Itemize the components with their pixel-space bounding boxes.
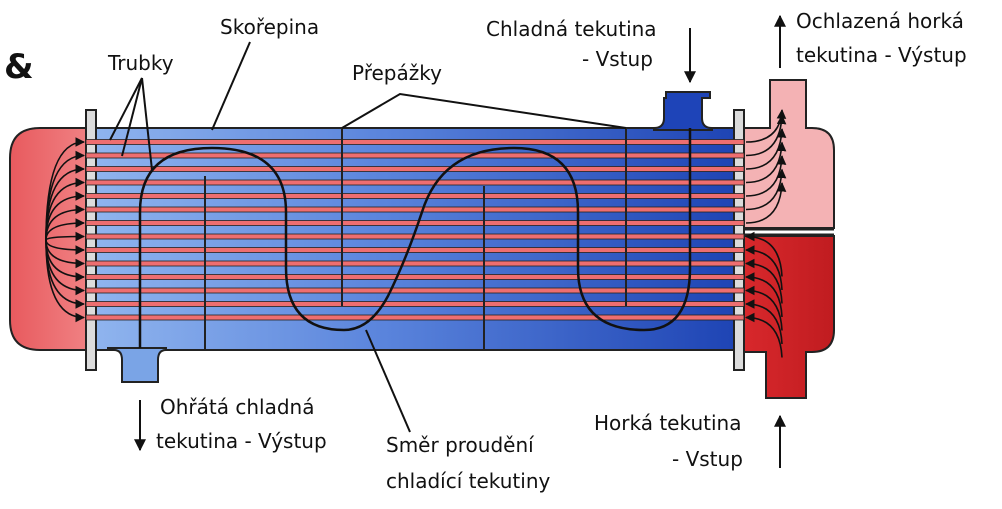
left-head <box>9 127 91 351</box>
right-flow-arrow <box>745 182 787 224</box>
coolant-flow-path <box>138 128 692 348</box>
tube <box>85 260 745 267</box>
tube <box>85 287 745 294</box>
right-flow-arrow <box>745 128 787 170</box>
right-flow-arrow <box>745 114 787 157</box>
right-flow-arrow <box>745 245 783 291</box>
label-hot-outlet-1: Ochlazená horká <box>796 9 964 33</box>
ampersand-symbol: & <box>4 47 34 87</box>
label-shell: Skořepina <box>220 15 319 39</box>
tube <box>85 247 745 253</box>
label-tubes: Trubky <box>107 51 174 75</box>
cold-outlet-nozzle <box>107 347 167 383</box>
label-baffles: Přepážky <box>352 61 442 85</box>
left-flow-arrow <box>45 218 85 241</box>
tube <box>85 179 745 186</box>
label-cold-outlet-1: Ohřátá chladná <box>160 395 314 419</box>
right-flow-arrow <box>745 312 783 358</box>
right-flow-arrow <box>745 155 787 197</box>
baffles-leader <box>341 92 627 129</box>
tube-bundle <box>85 139 745 321</box>
tube <box>85 193 745 199</box>
right-flow-arrow <box>745 168 787 211</box>
label-cold-inlet-1: Chladná tekutina <box>486 17 657 41</box>
right-flow-arrow <box>745 141 787 184</box>
label-cold-inlet-2: - Vstup <box>582 47 653 71</box>
label-hot-inlet-2: - Vstup <box>672 447 743 471</box>
tubes-leader-3 <box>141 77 153 171</box>
tube <box>85 301 745 307</box>
right-head-flow-arrows <box>745 109 787 358</box>
label-flow-direction-1: Směr proudění <box>386 433 535 457</box>
flow-leader <box>365 329 411 433</box>
tube <box>85 166 745 172</box>
tube <box>85 220 745 226</box>
right-flow-arrow <box>745 258 783 304</box>
left-tube-sheet <box>85 109 97 371</box>
tube <box>85 274 745 280</box>
right-flow-arrow <box>745 231 783 277</box>
baffles <box>204 128 627 350</box>
tubes-leader-1 <box>109 77 143 141</box>
right-head-hot <box>741 235 835 399</box>
right-flow-arrow <box>745 285 783 331</box>
tube <box>85 206 745 213</box>
tubes-leader-2 <box>121 77 143 157</box>
label-hot-outlet-2: tekutina - Výstup <box>796 43 967 67</box>
label-hot-inlet-1: Horká tekutina <box>594 411 741 435</box>
cold-inlet-nozzle <box>653 91 713 131</box>
right-flow-arrow <box>745 272 783 318</box>
tube <box>85 139 745 145</box>
left-flow-arrow <box>45 239 85 323</box>
tube <box>85 152 745 159</box>
left-flow-arrow <box>45 231 85 242</box>
left-head-flow-arrows <box>45 137 85 323</box>
shell-leader <box>211 41 251 131</box>
label-cold-outlet-2: tekutina - Výstup <box>156 429 327 453</box>
tube <box>85 314 745 321</box>
label-flow-direction-2: chladící tekutiny <box>386 469 551 493</box>
right-flow-arrow <box>745 299 783 345</box>
right-tube-sheet <box>733 109 745 371</box>
